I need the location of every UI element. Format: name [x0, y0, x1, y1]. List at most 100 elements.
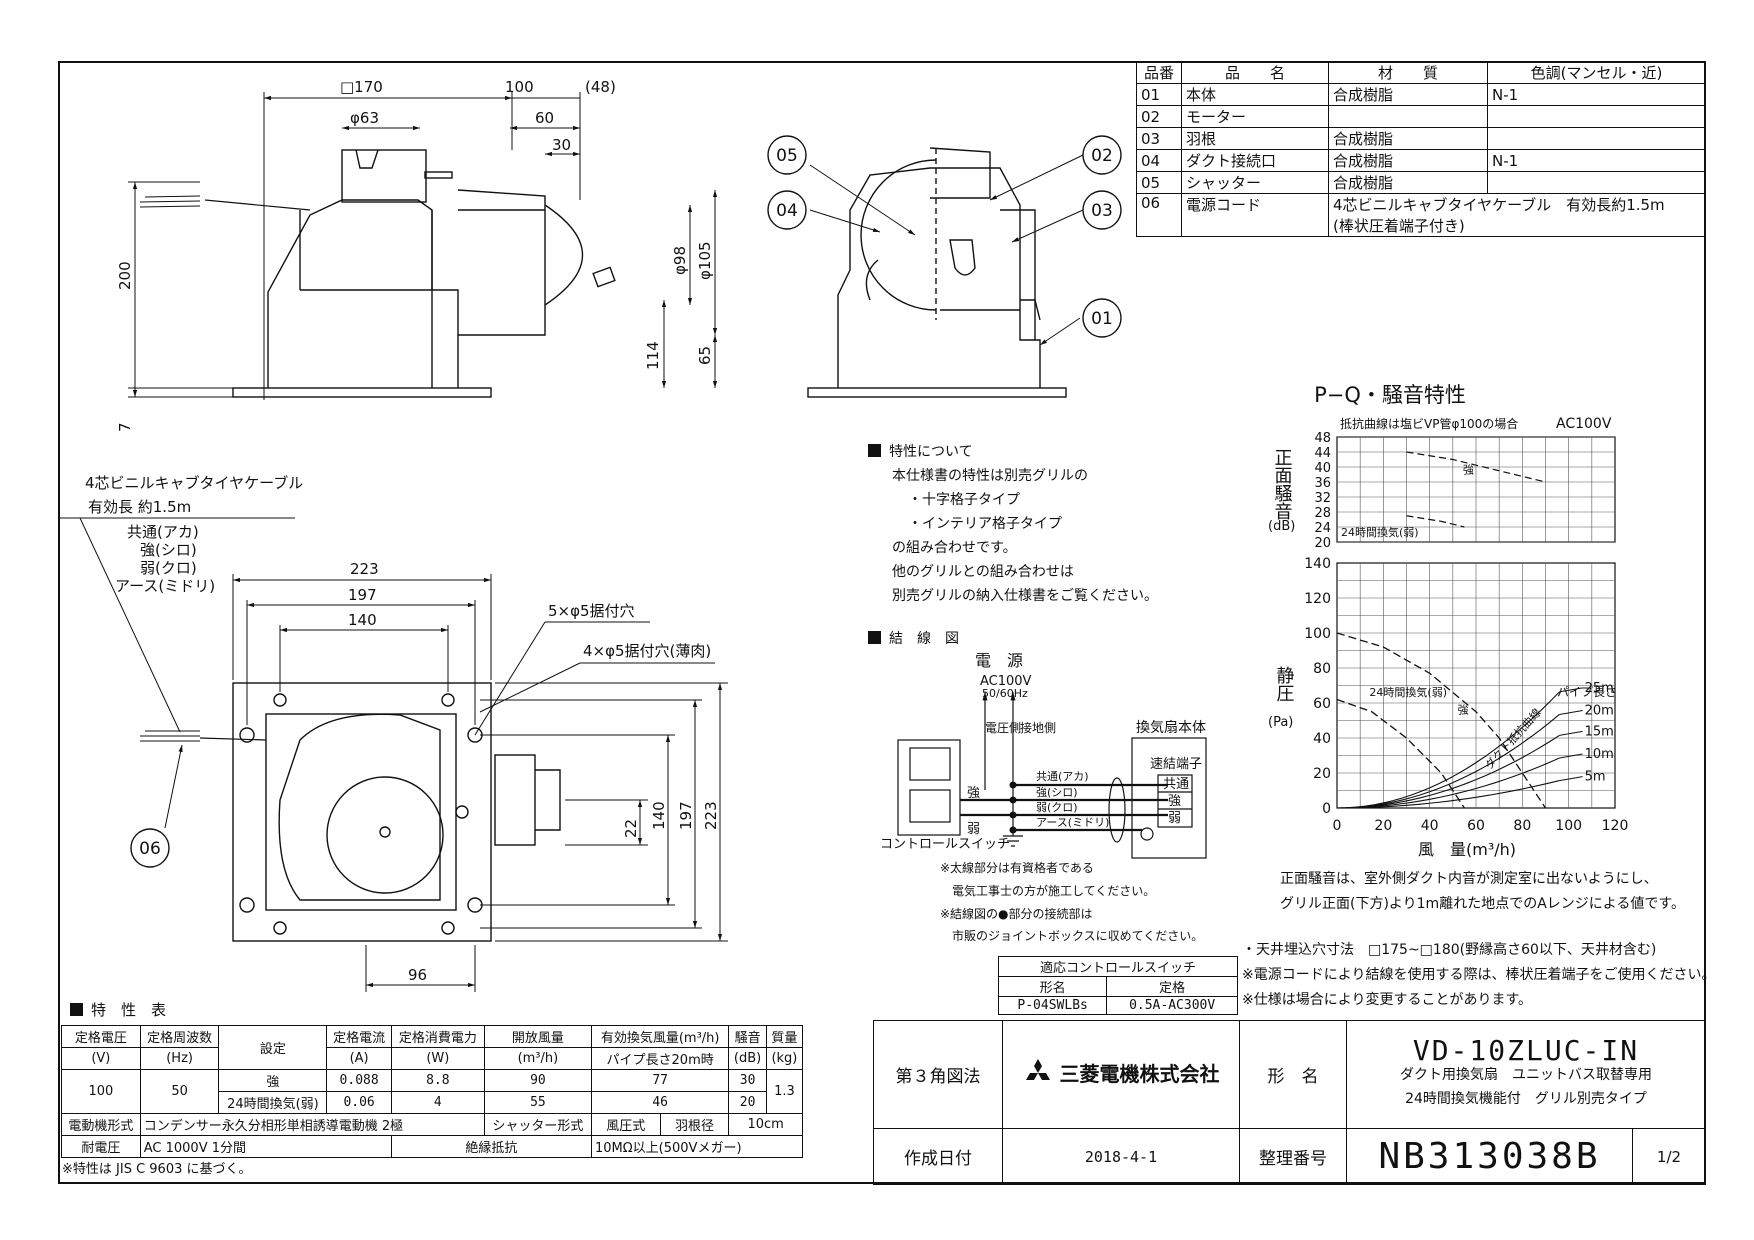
- dim-30: 30: [552, 136, 571, 154]
- part-material: [1328, 105, 1488, 128]
- parts-header-no: 品番: [1136, 61, 1182, 84]
- table-row: (棒状圧着端子付き): [1137, 215, 1706, 237]
- resistance-leader: [1559, 776, 1583, 782]
- noise-tick-label: 24: [1314, 521, 1331, 536]
- pq-yunit: (Pa): [1268, 715, 1293, 730]
- shutter-label: シャッター形式: [483, 1113, 592, 1136]
- dim-200: 200: [116, 261, 134, 290]
- noise-tick-label: 44: [1314, 446, 1331, 461]
- parts-header-color: 色調(マンセル・近): [1487, 61, 1706, 84]
- cable-length: 有効長 約1.5m: [88, 498, 191, 516]
- callout-04: 04: [776, 201, 798, 221]
- notes-line: ・インテリア格子タイプ: [908, 516, 1062, 532]
- drawing-number: NB313038B: [1346, 1128, 1633, 1185]
- spec-effective-flow: 46: [590, 1091, 730, 1114]
- model-label: 形 名: [1239, 1020, 1347, 1129]
- date-label: 作成日付: [873, 1128, 1003, 1185]
- pq-x-tick-label: 20: [1374, 818, 1392, 834]
- wiring-note-4: 市販のジョイントボックスに収めてください。: [952, 928, 1203, 943]
- pq-ylabel: 静圧: [1274, 666, 1295, 702]
- pq-xlabel: 風 量(m³/h): [1418, 840, 1516, 859]
- pq-y-tick-label: 80: [1313, 661, 1331, 677]
- spec-header: 開放風量: [483, 1025, 592, 1048]
- insulation-value: 10MΩ以上(500Vメガー): [590, 1135, 804, 1158]
- pq-series-label: 強: [1457, 704, 1468, 717]
- withstand-value: AC 1000V 1分間: [139, 1135, 392, 1158]
- noise-yunit: (dB): [1268, 519, 1295, 534]
- shutter-value: 風圧式: [590, 1113, 661, 1136]
- hole-label-2: 4×φ5据付穴(薄肉): [583, 642, 711, 660]
- table-row: 06 電源コード 4芯ビニルキャブタイヤケーブル 有効長約1.5m: [1136, 193, 1706, 237]
- spec-mass: 1.3: [765, 1069, 804, 1114]
- resistance-label: パイプ長さ: [1557, 685, 1617, 699]
- pq-x-tick-label: 40: [1421, 818, 1439, 834]
- notes-line: 他のグリルとの組み合わせは: [892, 564, 1074, 580]
- spec-current: 0.06: [326, 1091, 392, 1114]
- part-material-note: (棒状圧着端子付き): [1328, 215, 1706, 237]
- terminal-label: 速結端子: [1150, 757, 1202, 772]
- spec-open-flow: 55: [483, 1091, 592, 1114]
- callout-01: 01: [1091, 309, 1113, 329]
- spec-header: 定格消費電力: [390, 1025, 485, 1048]
- dim-7: 7: [116, 422, 134, 432]
- terminal-common: 共通: [1163, 777, 1189, 792]
- blade-label: 羽根径: [659, 1113, 730, 1136]
- notes-line: ・十字格子タイプ: [908, 492, 1020, 508]
- pq-series-line: [1336, 698, 1465, 809]
- wire-common: 共通(アカ): [127, 523, 199, 541]
- callout-05: 05: [776, 146, 798, 166]
- resistance-curve: [1336, 734, 1560, 809]
- part-color: [1487, 171, 1706, 194]
- chart-footnote-1: 正面騒音は、室外側ダクト内音が測定室に出ないようにし、: [1280, 870, 1658, 887]
- chart-subtitle: 抵抗曲線は塩ビVP管φ100の場合: [1340, 416, 1518, 431]
- pipe-length-label: 10m: [1585, 747, 1614, 762]
- part-name: 本体: [1181, 83, 1329, 106]
- terminal-weak: 弱: [1168, 811, 1181, 826]
- spec-header: 騒音: [728, 1025, 767, 1048]
- control-header-rating: 定格: [1106, 976, 1238, 997]
- noise-tick-label: 32: [1314, 491, 1331, 506]
- dim-65: 65: [696, 346, 714, 365]
- spec-unit: (Hz): [139, 1047, 220, 1070]
- dim-63: φ63: [350, 109, 379, 127]
- part-name: ダクト接続口: [1181, 149, 1329, 172]
- voltage-side: 電圧側: [985, 721, 1021, 735]
- wiring-heading: 結 線 図: [868, 627, 959, 651]
- noise-tick-label: 40: [1314, 461, 1331, 476]
- control-header-model: 形名: [997, 976, 1108, 997]
- notes-line: 別売グリルの納入仕様書をご覧ください。: [892, 588, 1158, 604]
- side-view-labels: □170 φ63 100 (48) 60 30 200 φ98 φ105 114…: [116, 78, 714, 432]
- plan-view-dimensions: [60, 517, 728, 992]
- dim-96: 96: [408, 966, 427, 984]
- plan-view-labels: 4芯ビニルキャブタイヤケーブル 有効長 約1.5m 共通(アカ) 強(シロ) 弱…: [85, 474, 720, 984]
- title-block: 第３角図法 三菱電機株式会社 形 名 VD-10ZLUC-IN ダクト用換気扇 …: [873, 1020, 1706, 1185]
- spec-heading: 特 性 表: [70, 998, 166, 1022]
- motor-value: コンデンサー永久分相形単相誘導電動機 2極: [139, 1113, 485, 1136]
- creation-date: 2018-4-1: [1002, 1128, 1240, 1185]
- resistance-curve: [1336, 780, 1560, 809]
- table-row: 100 50 強 0.088 8.8 90 77 30 1.3: [61, 1069, 804, 1114]
- dim-105: φ105: [696, 241, 714, 280]
- noise-tick-label: 48: [1314, 431, 1331, 446]
- part-material: 合成樹脂: [1328, 83, 1488, 106]
- part-name: 羽根: [1181, 127, 1329, 150]
- part-color: [1487, 105, 1706, 128]
- notes-line: 本仕様書の特性は別売グリルの: [892, 468, 1088, 484]
- spec-unit: (kg): [765, 1047, 804, 1070]
- resistance-leader: [1559, 730, 1583, 736]
- pq-y-tick-label: 60: [1313, 696, 1331, 712]
- wire-label-earth: アース(ミドリ): [1036, 816, 1109, 829]
- model-desc-1: ダクト用換気扇 ユニットバス取替専用: [1400, 1066, 1652, 1083]
- terminal-strong: 強: [1168, 794, 1181, 809]
- part-color: N-1: [1487, 83, 1706, 106]
- spec-header: 設定: [218, 1025, 328, 1070]
- chart-voltage: AC100V: [1556, 416, 1612, 432]
- model-cell: VD-10ZLUC-IN ダクト用換気扇 ユニットバス取替専用 24時間換気機能…: [1346, 1020, 1706, 1129]
- spec-header: 定格電圧: [61, 1025, 141, 1048]
- noise-tick-label: 28: [1314, 506, 1331, 521]
- wire-label-weak: 弱(クロ): [1036, 801, 1078, 814]
